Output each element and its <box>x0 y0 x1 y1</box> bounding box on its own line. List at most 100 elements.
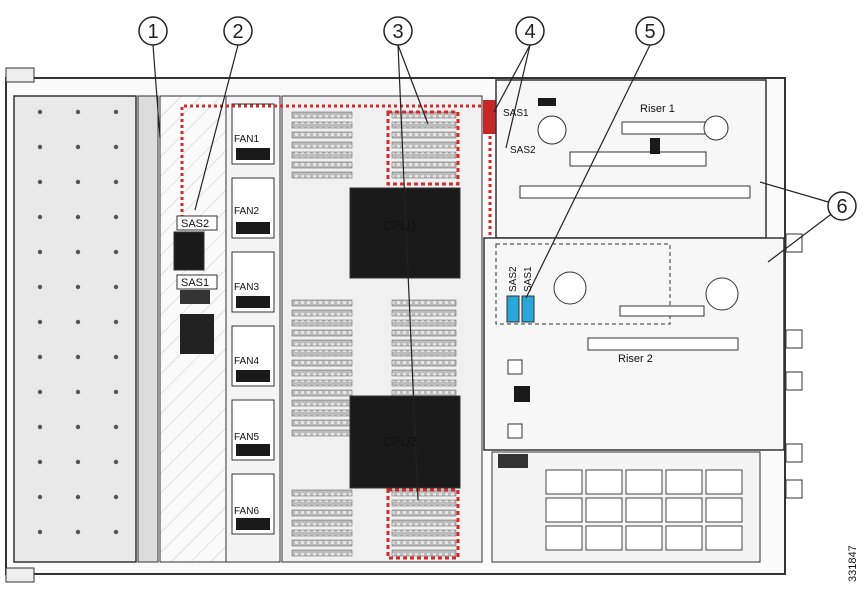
drive-screw <box>37 389 43 395</box>
dimm-slot <box>291 111 353 119</box>
drive-screw <box>113 319 119 325</box>
riser1-slot-2 <box>569 151 707 167</box>
psu-vent-cell <box>705 525 743 551</box>
dimm-slot <box>391 171 457 179</box>
drive-screw <box>37 354 43 360</box>
drive-screw <box>75 354 81 360</box>
psu-vent-cell <box>625 525 663 551</box>
drive-screw <box>75 109 81 115</box>
drive-bay-panel <box>13 95 137 563</box>
dimm-slot <box>391 359 457 367</box>
dimm-slot <box>291 539 353 547</box>
riser2-slot-2 <box>587 337 739 351</box>
riser1-label: Riser 1 <box>640 103 675 115</box>
fan-label-3: FAN3 <box>234 282 259 293</box>
drive-screw <box>113 284 119 290</box>
dimm-slot <box>391 131 457 139</box>
dimm-slot <box>291 329 353 337</box>
dimm-slot <box>291 489 353 497</box>
callout-circle-2 <box>223 16 253 46</box>
sas-connector-left-1 <box>180 290 210 304</box>
dimm-slot <box>291 499 353 507</box>
psu-vent-cell <box>705 469 743 495</box>
sas1-riser2-label: SAS1 <box>523 266 534 292</box>
dimm-slot <box>291 369 353 377</box>
drive-screw <box>75 179 81 185</box>
drive-screw <box>37 459 43 465</box>
drive-screw <box>37 214 43 220</box>
psu-vent-cell <box>585 469 623 495</box>
drive-screw <box>75 144 81 150</box>
red-highlight-dimm-bottom <box>386 488 460 560</box>
fan-label-5: FAN5 <box>234 432 259 443</box>
riser1-slot-1 <box>621 121 707 135</box>
cpu1-label-bg <box>376 214 424 236</box>
callout-circle-1 <box>138 16 168 46</box>
callout-leaders <box>152 44 843 501</box>
drive-screw <box>75 459 81 465</box>
riser2-chip-2 <box>514 386 530 402</box>
drive-screw <box>113 459 119 465</box>
dimm-slot <box>391 319 457 327</box>
fan-label-1: FAN1 <box>234 134 259 145</box>
dimm-slot <box>391 499 457 507</box>
dimm-slot <box>291 131 353 139</box>
fan-latch <box>236 222 270 234</box>
dimm-slot <box>391 519 457 527</box>
dimm-slot <box>391 509 457 517</box>
callout-6: 6 <box>836 196 847 218</box>
psu-vent-cell <box>665 469 703 495</box>
rear-tab-2 <box>785 329 803 349</box>
fan-latch <box>236 444 270 456</box>
dimm-slot <box>291 519 353 527</box>
drive-bay-screws <box>37 109 119 535</box>
dimm-slot <box>391 141 457 149</box>
dimm-slot <box>291 419 353 427</box>
cable-clip <box>180 314 214 354</box>
drive-screw <box>113 179 119 185</box>
psu-vent-cell <box>705 497 743 523</box>
rear-tab-4 <box>785 443 803 463</box>
dimm-slot <box>291 151 353 159</box>
drive-screw <box>113 144 119 150</box>
dimm-slot <box>291 161 353 169</box>
dimm-slot <box>391 339 457 347</box>
dimm-slot <box>391 329 457 337</box>
drive-screw <box>75 529 81 535</box>
drive-screw <box>75 214 81 220</box>
drive-backplane <box>137 95 159 563</box>
drive-screw <box>37 179 43 185</box>
dimm-slot <box>291 171 353 179</box>
callout-2: 2 <box>232 21 243 43</box>
cpu2-heatsink <box>349 395 461 489</box>
riser2-hole-1 <box>553 271 587 305</box>
riser2-dashed-outline <box>495 243 671 325</box>
dimm-slot <box>291 409 353 417</box>
riser2-sas-connector-2 <box>506 295 520 323</box>
psu-connector <box>498 454 528 468</box>
dimm-slot <box>291 529 353 537</box>
drive-screw <box>37 284 43 290</box>
fan-latch <box>236 148 270 160</box>
dimm-slot <box>391 529 457 537</box>
riser2-chip-1 <box>507 359 523 375</box>
psu-vent-cell <box>585 525 623 551</box>
dimm-slot <box>291 399 353 407</box>
riser2-label: Riser 2 <box>618 353 653 365</box>
dimm-slot <box>391 349 457 357</box>
riser2-sas-connector-1 <box>521 295 535 323</box>
psu-vent-cell <box>585 497 623 523</box>
dimm-slot <box>391 299 457 307</box>
psu-vent-cell <box>625 469 663 495</box>
fan-latch <box>236 370 270 382</box>
dimm-slot <box>391 389 457 397</box>
dimm-slot <box>291 349 353 357</box>
dimm-slot <box>391 369 457 377</box>
dimm-slot <box>391 161 457 169</box>
drive-screw <box>75 424 81 430</box>
sas1-left-label-bg <box>176 274 218 290</box>
chassis-handle-bottom <box>5 567 35 583</box>
callout-circle-3 <box>383 16 413 46</box>
callout-3: 3 <box>392 21 403 43</box>
